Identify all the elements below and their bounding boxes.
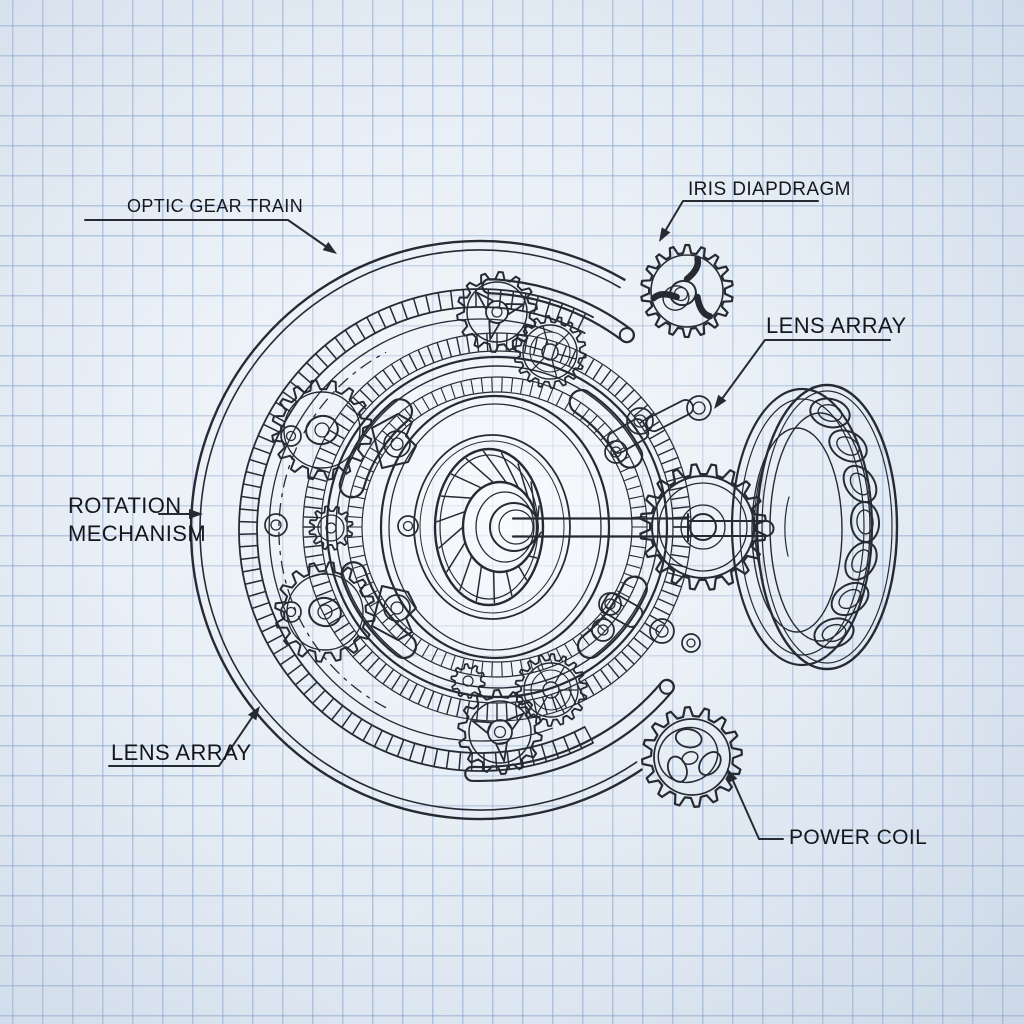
- label-rotation-mechanism: ROTATION MECHANISM: [68, 492, 206, 548]
- drive-gear: [639, 463, 767, 591]
- label-iris-diaphragm: IRIS DIAPDRAGM: [688, 179, 851, 200]
- label-power-coil: POWER COIL: [789, 826, 928, 849]
- guide-bands: [464, 278, 675, 783]
- label-lens-array-right: LENS ARRAY: [766, 313, 907, 338]
- label-rotation-line1: ROTATION: [68, 493, 182, 518]
- shaft: [511, 513, 775, 542]
- leader-lines: [84, 200, 891, 840]
- label-optic-gear-train: OPTIC GEAR TRAIN: [127, 196, 304, 216]
- ring-screws: [264, 425, 419, 623]
- planet-gears: [271, 271, 588, 775]
- label-rotation-line2: MECHANISM: [68, 520, 207, 546]
- label-lens-array-left: LENS ARRAY: [111, 740, 252, 765]
- turbine: [433, 447, 545, 607]
- lens-ring: [730, 383, 899, 671]
- power-coil-gear: [641, 706, 743, 808]
- washers: [591, 395, 712, 653]
- mount-brackets: [371, 413, 650, 641]
- fine-ring: [346, 376, 648, 678]
- inner-rings: [379, 394, 611, 660]
- outer-ring: [189, 239, 643, 821]
- iris-diaphragm-gear: [640, 243, 734, 339]
